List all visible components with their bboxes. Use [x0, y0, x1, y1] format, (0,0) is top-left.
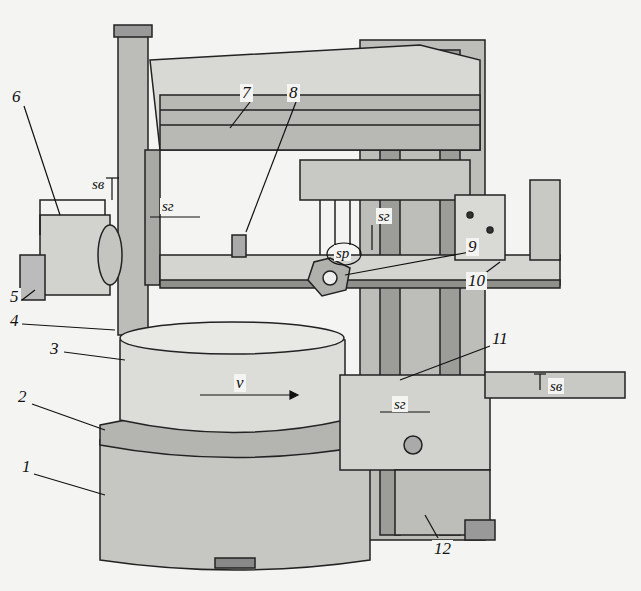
motion-label: sг — [392, 396, 408, 412]
callout-number: 4 — [8, 312, 21, 330]
callout-number: 2 — [16, 388, 29, 406]
motion-label: sв — [548, 378, 564, 394]
callout-number: 6 — [10, 88, 23, 106]
callout-number: 12 — [432, 540, 453, 558]
callout-number: 8 — [287, 84, 300, 102]
callout-number: 9 — [466, 238, 479, 256]
motion-label: sв — [90, 176, 106, 192]
callout-number: v — [234, 374, 246, 392]
callout-number: 1 — [20, 458, 33, 476]
motion-label: sг — [160, 198, 176, 214]
motion-label: sг — [376, 208, 392, 224]
callout-number: 5 — [8, 288, 21, 306]
callout-number: 3 — [48, 340, 61, 358]
callout-number: 7 — [240, 84, 253, 102]
callout-number: 10 — [466, 272, 487, 290]
callout-number: 11 — [490, 330, 510, 348]
motion-label: sр — [334, 245, 351, 261]
